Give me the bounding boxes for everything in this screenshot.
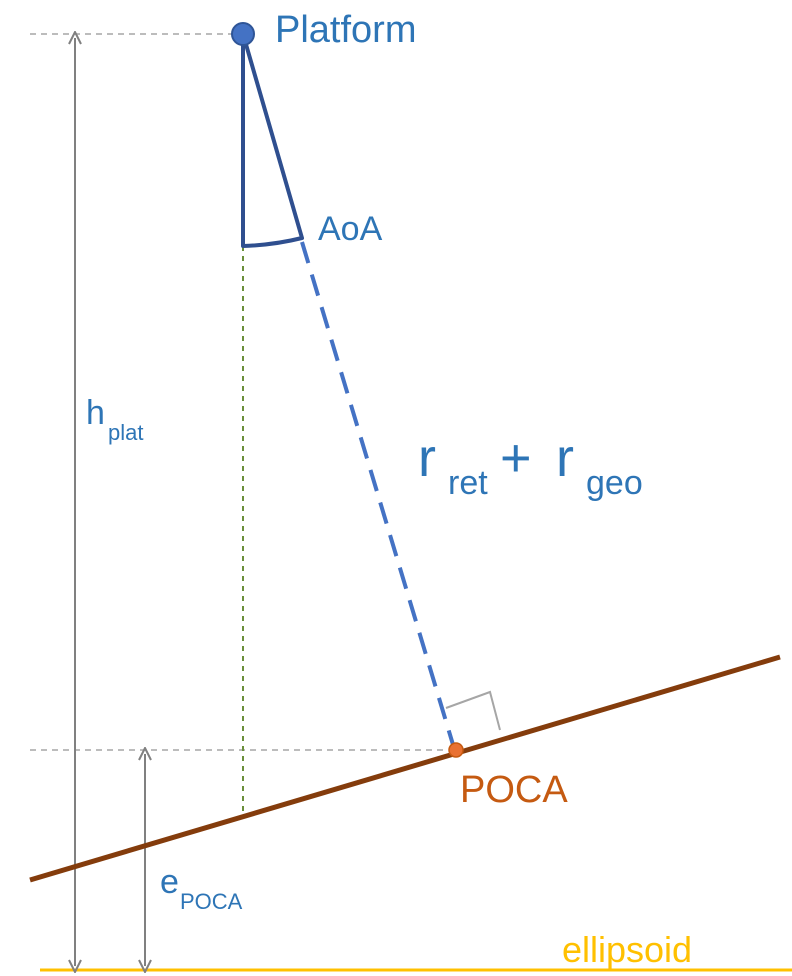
platform-label: Platform (275, 9, 416, 51)
right-angle-marker (445, 690, 501, 731)
h-plat-sub: plat (108, 420, 143, 445)
platform-dot (231, 22, 255, 46)
h-plat-label: h plat (86, 394, 143, 445)
e-poca-main: e (160, 863, 179, 901)
ellipsoid-label: ellipsoid (562, 929, 692, 970)
terrain-slope-line (29, 654, 781, 883)
aoa-label: AoA (318, 210, 383, 248)
aoa-wedge (241, 32, 304, 248)
poca-dot (448, 742, 464, 758)
range-line (300, 241, 456, 749)
range-plus: + (500, 428, 532, 488)
range-r1: r (418, 428, 436, 488)
poca-label: POCA (460, 769, 568, 811)
range-label: r ret + r geo (418, 428, 643, 502)
range-sub-ret: ret (448, 464, 488, 502)
h-plat-main: h (86, 394, 105, 432)
e-poca-sub: POCA (180, 889, 243, 914)
range-sub-geo: geo (586, 464, 643, 502)
range-r2: r (556, 428, 574, 488)
e-poca-label: e POCA (160, 863, 243, 914)
